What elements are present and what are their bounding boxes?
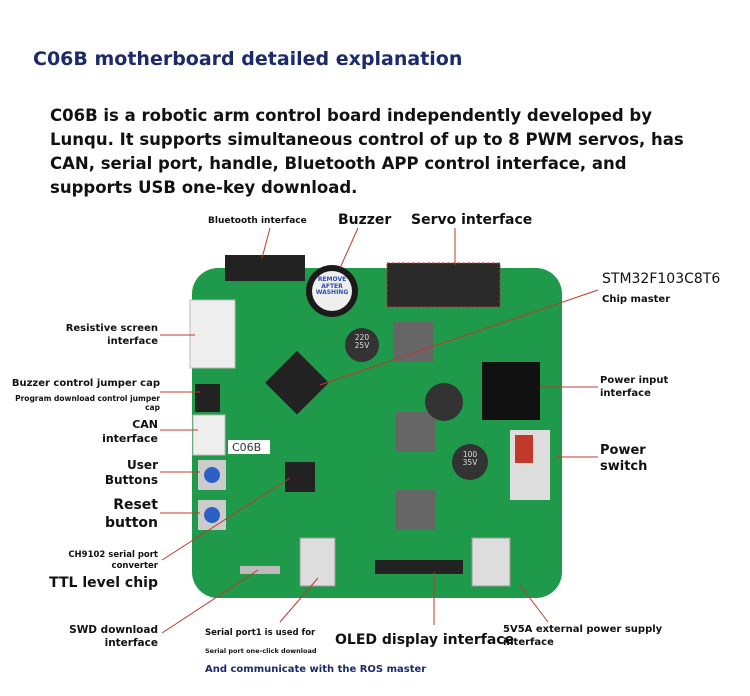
capacitor-1-label: 220 25V xyxy=(354,333,370,351)
resistive-connector xyxy=(189,299,236,369)
label-bluetooth: Bluetooth interface xyxy=(208,216,307,226)
label-ttl: TTL level chip xyxy=(49,575,158,591)
intro-text: C06B is a robotic arm control board inde… xyxy=(50,106,684,197)
inductor-3 xyxy=(395,490,435,530)
label-oled: OLED display interface xyxy=(335,632,515,648)
leader-lines xyxy=(160,227,599,634)
oled-header xyxy=(375,560,463,574)
label-buzzer-jumper: Buzzer control jumper cap xyxy=(11,378,160,389)
capacitor-1 xyxy=(345,328,379,362)
buzzer-sticker-text: REMOVE AFTER WASHING xyxy=(315,276,349,297)
label-serial1-a: Serial port1 is used for xyxy=(205,628,316,638)
board-silkscreen: C06B xyxy=(232,441,261,454)
jumper xyxy=(195,384,220,412)
label-resistive: Resistive screen interface xyxy=(65,323,158,347)
can-connector xyxy=(192,414,226,456)
label-reset: Reset button xyxy=(105,497,158,531)
inductor-1 xyxy=(393,322,433,362)
label-user-buttons: User Buttons xyxy=(104,458,158,487)
label-serial1-b: Serial port one-click download xyxy=(205,647,317,655)
page-title: C06B motherboard detailed explanation xyxy=(33,48,463,70)
capacitor-3-label: 100 35V xyxy=(462,450,478,468)
label-chip-master: Chip master xyxy=(602,294,671,305)
label-mcu: STM32F103C8T6 xyxy=(602,271,721,287)
capacitor-2 xyxy=(425,383,463,421)
servo-header xyxy=(386,262,501,308)
bluetooth-header xyxy=(225,255,305,281)
label-servo: Servo interface xyxy=(411,212,533,228)
swd-header xyxy=(240,566,280,574)
label-can: CAN interface xyxy=(102,418,158,445)
label-power-switch: Power switch xyxy=(600,443,648,475)
ch9102-chip xyxy=(285,462,315,492)
label-buzzer: Buzzer xyxy=(338,212,392,228)
pcb xyxy=(192,268,562,598)
label-program-jumper: Program download control jumper cap xyxy=(15,394,160,413)
label-power-input: Power input interface xyxy=(600,375,669,399)
label-ext-power: 5V5A external power supply interface xyxy=(503,624,663,648)
label-ch9102: CH9102 serial port converter xyxy=(68,550,158,571)
power-jack xyxy=(482,362,540,420)
mcu-chip xyxy=(265,350,329,415)
usb-c-power xyxy=(471,537,511,587)
capacitor-3 xyxy=(452,444,488,480)
inductor-2 xyxy=(395,412,435,452)
label-serial1-c: And communicate with the ROS master xyxy=(205,664,427,675)
label-swd: SWD download interface xyxy=(69,624,158,650)
